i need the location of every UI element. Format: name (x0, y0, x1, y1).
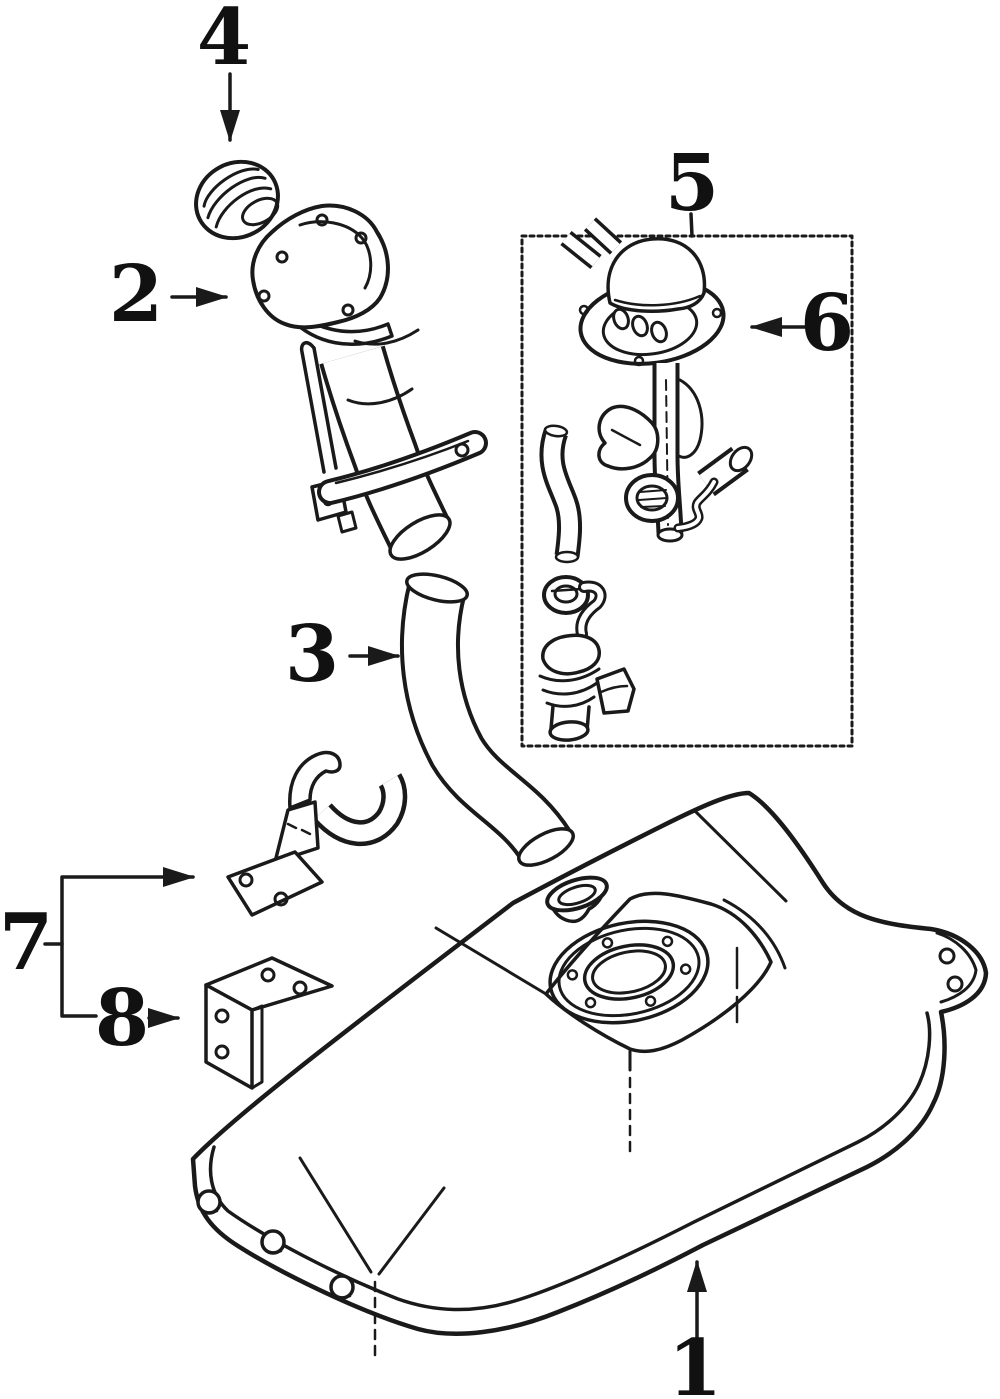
callout-5: 5 (664, 138, 720, 229)
filler-neck-drawing (250, 203, 488, 561)
neck-flange (250, 203, 390, 330)
connector-7-8 (60, 942, 98, 1018)
assembly-box-border (520, 234, 854, 748)
leader-arrows (43, 72, 808, 1340)
clamp-rod (299, 341, 338, 474)
callout-3: 3 (284, 609, 340, 700)
connector-5 (689, 212, 694, 238)
fuel-cap-drawing (194, 159, 280, 241)
bracket-fold (250, 1004, 264, 1090)
bracket-web (273, 800, 320, 864)
bracket-horn (288, 750, 342, 810)
flange-bolt-shadows (198, 1206, 352, 1299)
sender-platform (544, 891, 773, 1053)
platform-crease (434, 926, 548, 996)
callout-2: 2 (108, 249, 164, 340)
callout-8: 8 (94, 973, 150, 1064)
tank-mounting-ear (935, 931, 978, 1004)
callout-1: 1 (667, 1323, 723, 1399)
callout-6: 6 (799, 278, 855, 369)
corner-crease (298, 1156, 446, 1276)
callout-7: 7 (0, 897, 54, 988)
upper-bracket-drawing (226, 750, 408, 917)
arrow-7 (43, 867, 195, 946)
sender-bracket-flap (677, 378, 704, 459)
sender-dome (606, 237, 707, 313)
fuel-pickup-strainer (538, 633, 636, 742)
sender-mounting-ring (548, 919, 710, 1025)
bracket-plate (226, 850, 324, 917)
tank-silhouette (190, 790, 989, 1336)
tank-seam-flange (208, 1011, 932, 1312)
tank-filler-spout (545, 875, 609, 924)
top-right-crease (692, 808, 788, 903)
filler-hose-drawing (399, 572, 575, 867)
platform-edge-line (722, 898, 787, 970)
neck-collar (280, 298, 394, 346)
fuel-sender-drawing (538, 217, 754, 742)
gasket-ring (542, 575, 590, 615)
callout-4: 4 (196, 0, 252, 83)
clamp-bolt (336, 510, 358, 534)
fuel-tank-drawing (190, 790, 989, 1358)
lower-bracket-drawing (204, 956, 334, 1090)
